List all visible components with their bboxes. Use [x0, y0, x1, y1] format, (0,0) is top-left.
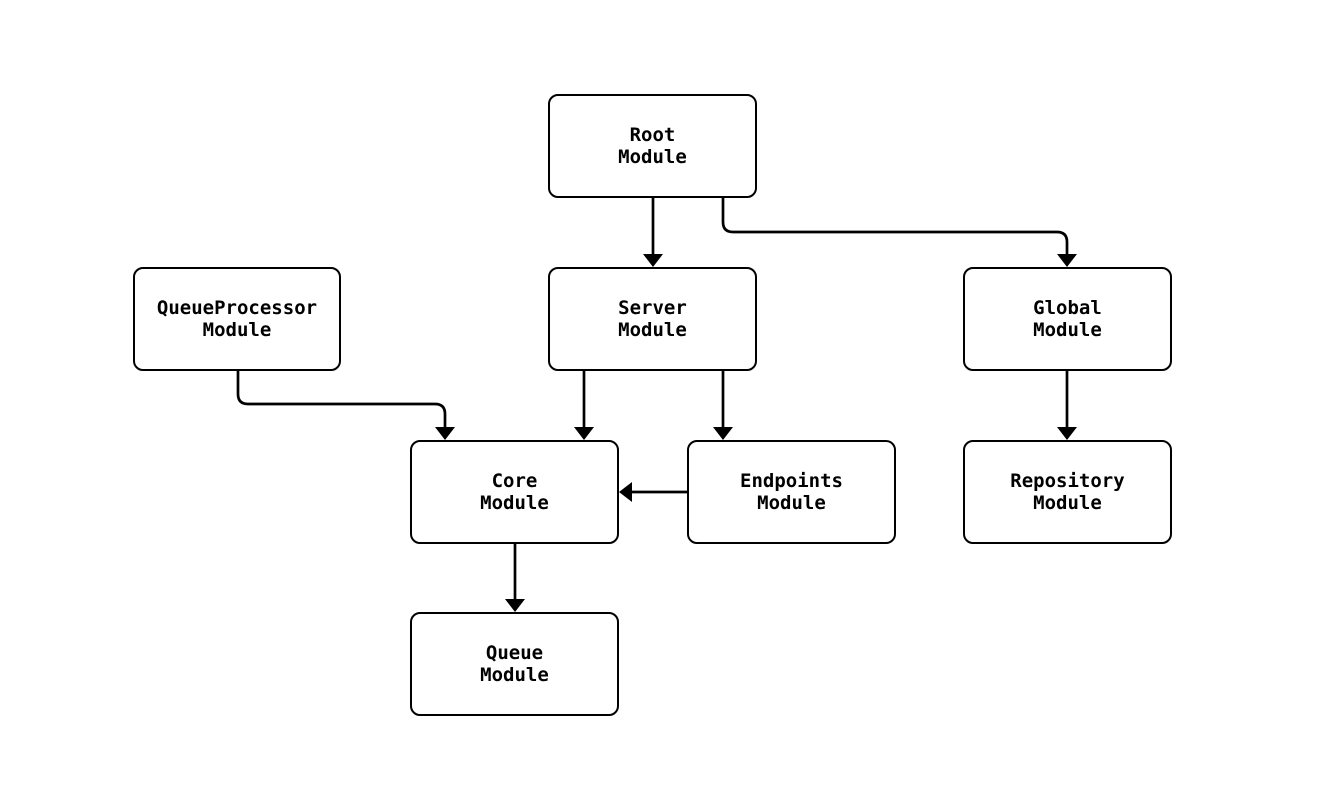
arrowhead-server-to-core	[574, 427, 594, 440]
node-root-module: Root Module	[548, 94, 757, 198]
node-endpoints-module-label-line2: Module	[757, 492, 826, 514]
arrowhead-server-to-endpoints	[713, 427, 733, 440]
node-server-module-label-line1: Server	[618, 297, 687, 319]
node-root-module-label-line1: Root	[629, 124, 676, 146]
arrowhead-queueprocessor-to-core	[435, 427, 455, 440]
node-core-module: Core Module	[410, 440, 619, 544]
edge-queueprocessor-to-core	[236, 371, 447, 427]
node-core-module-label-line2: Module	[480, 492, 549, 514]
edge-root-to-global	[721, 198, 1069, 254]
node-endpoints-module: Endpoints Module	[687, 440, 896, 544]
node-global-module-label-line1: Global	[1033, 297, 1102, 319]
node-repository-module-label-line2: Module	[1033, 492, 1102, 514]
arrowhead-root-to-server	[643, 254, 663, 267]
arrowhead-core-to-queue	[505, 599, 525, 612]
node-queue-module-label-line1: Queue	[485, 642, 544, 664]
arrowhead-endpoints-to-core	[619, 482, 632, 502]
arrowhead-global-to-repository	[1057, 427, 1077, 440]
arrowhead-root-to-global	[1057, 254, 1077, 267]
node-server-module: Server Module	[548, 267, 757, 371]
node-queueprocessor-module: QueueProcessor Module	[133, 267, 341, 371]
node-server-module-label-line2: Module	[618, 319, 687, 341]
node-queue-module: Queue Module	[410, 612, 619, 716]
node-core-module-label-line1: Core	[491, 470, 538, 492]
node-queueprocessor-module-label-line1: QueueProcessor	[156, 297, 318, 319]
node-endpoints-module-label-line1: Endpoints	[740, 470, 843, 492]
node-global-module-label-line2: Module	[1033, 319, 1102, 341]
node-repository-module: Repository Module	[963, 440, 1172, 544]
node-root-module-label-line2: Module	[618, 146, 687, 168]
node-queueprocessor-module-label-line2: Module	[202, 319, 272, 341]
node-queue-module-label-line2: Module	[480, 664, 549, 686]
node-repository-module-label-line1: Repository	[1010, 470, 1125, 492]
node-global-module: Global Module	[963, 267, 1172, 371]
